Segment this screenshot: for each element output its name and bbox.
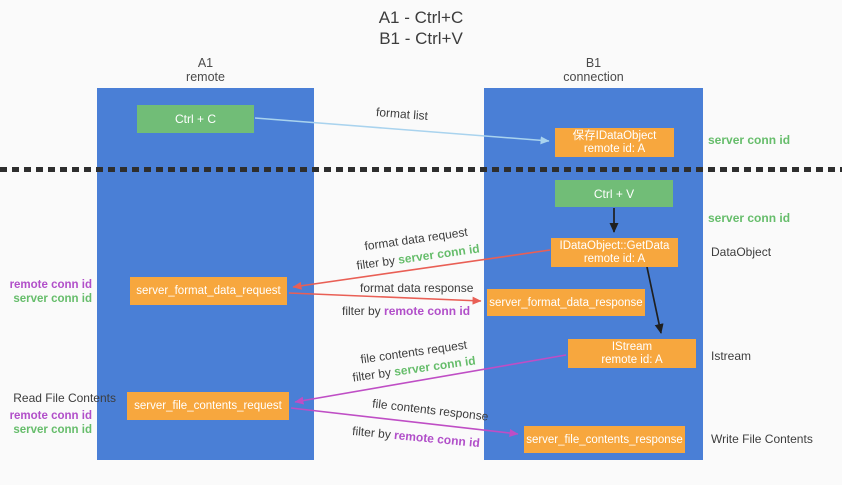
annotation-server-conn-id-top: server conn id xyxy=(708,133,791,147)
annotation-server-conn-id-2: server conn id xyxy=(13,424,92,436)
filter-remote-conn-id: remote conn id xyxy=(384,304,471,318)
node-istream-line2: remote id: A xyxy=(601,353,663,366)
lifeline-header-b1: B1 connection xyxy=(484,56,703,84)
lifeline-b1-role: connection xyxy=(563,70,624,84)
title-line-2: B1 - Ctrl+V xyxy=(379,29,463,48)
annotation-write-file-contents: Write File Contents xyxy=(711,432,813,446)
node-server-file-contents-request: server_file_contents_request xyxy=(127,392,289,420)
node-ctrl-c: Ctrl + C xyxy=(137,105,254,133)
node-save-line2: remote id: A xyxy=(583,142,646,155)
label-file-contents-response: file contents response xyxy=(371,396,490,424)
annotation-conn-ids-format: remote conn id server conn id xyxy=(0,278,92,306)
node-save-line1: 保存IDataObject xyxy=(572,129,657,142)
annotation-remote-conn-id-2: remote conn id xyxy=(9,410,92,422)
label-format-data-response: format data response xyxy=(360,281,474,295)
annotation-read-file-contents: Read File Contents xyxy=(13,391,116,405)
annotation-conn-ids-file: remote conn id server conn id xyxy=(0,409,92,437)
lifeline-b1-name: B1 xyxy=(585,56,602,70)
annotation-server-conn-id-1: server conn id xyxy=(13,293,92,305)
node-save-idataobject: 保存IDataObject remote id: A xyxy=(555,128,674,157)
label-filter-by-remote-1: filter by remote conn id xyxy=(342,304,470,318)
filter-by-text: filter by xyxy=(351,365,392,385)
lifeline-a1-role: remote xyxy=(186,70,225,84)
node-server-format-data-request: server_format_data_request xyxy=(130,277,287,305)
title-line-1: A1 - Ctrl+C xyxy=(378,8,464,27)
node-ctrl-v: Ctrl + V xyxy=(555,180,673,207)
phase-divider-dotted-line xyxy=(0,167,842,172)
node-file-response-label: server_file_contents_response xyxy=(526,433,683,446)
node-idataobject-getdata: IDataObject::GetData remote id: A xyxy=(551,238,678,267)
node-server-format-data-response: server_format_data_response xyxy=(487,289,645,316)
filter-remote-conn-id: remote conn id xyxy=(393,427,481,451)
lifeline-a1-name: A1 xyxy=(197,56,214,70)
node-ctrl-v-label: Ctrl + V xyxy=(593,186,635,201)
lifeline-header-a1: A1 remote xyxy=(97,56,314,84)
filter-by-text: filter by xyxy=(342,304,381,318)
diagram-title: A1 - Ctrl+C B1 - Ctrl+V xyxy=(0,7,842,49)
annotation-dataobject: DataObject xyxy=(711,245,772,259)
node-server-file-contents-response: server_file_contents_response xyxy=(524,426,685,453)
node-getdata-line1: IDataObject::GetData xyxy=(559,239,670,252)
node-file-request-label: server_file_contents_request xyxy=(134,400,282,412)
annotation-server-conn-id-mid: server conn id xyxy=(708,211,791,225)
filter-by-text: filter by xyxy=(351,423,392,442)
node-format-request-label: server_format_data_request xyxy=(136,285,281,297)
node-istream: IStream remote id: A xyxy=(568,339,696,368)
annotation-remote-conn-id-1: remote conn id xyxy=(9,279,92,291)
annotation-istream: Istream xyxy=(711,349,752,363)
filter-by-text: filter by xyxy=(355,253,396,273)
node-getdata-line2: remote id: A xyxy=(583,252,646,265)
node-istream-line1: IStream xyxy=(611,340,653,353)
node-ctrl-c-label: Ctrl + C xyxy=(174,112,216,126)
node-format-response-label: server_format_data_response xyxy=(489,296,643,309)
label-filter-by-remote-2: filter by remote conn id xyxy=(352,424,481,450)
label-format-list: format list xyxy=(375,104,429,124)
